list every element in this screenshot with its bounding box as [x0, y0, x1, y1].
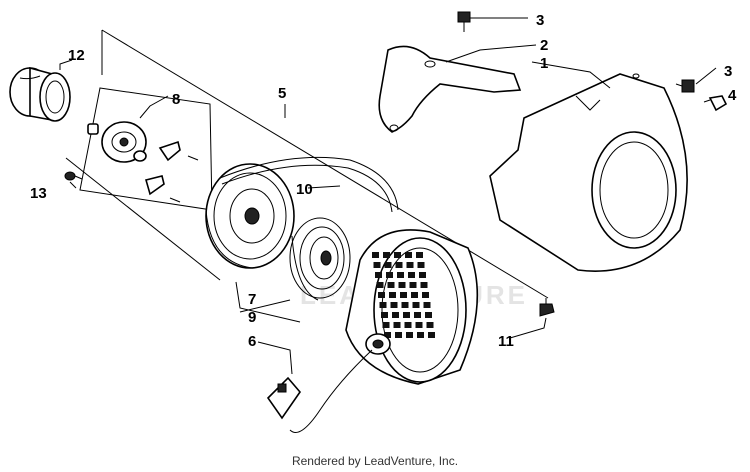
callout-1: 1 [540, 55, 548, 72]
vent-slot [387, 282, 395, 288]
bolt-part-13 [64, 171, 83, 181]
vent-slot [378, 292, 385, 298]
vent-slot [405, 252, 412, 258]
assembly-bracket-5 [65, 29, 549, 299]
rope-part-10 [219, 156, 399, 213]
pulley-part-7 [205, 163, 295, 269]
vent-slot [373, 262, 381, 268]
vent-slot [393, 322, 401, 328]
vent-slot [422, 292, 429, 298]
vent-slot [414, 312, 421, 318]
vent-slot [412, 302, 420, 308]
vent-slot [397, 272, 404, 278]
vent-slot [406, 262, 414, 268]
callout-11: 11 [498, 333, 514, 350]
callout-3a: 3 [536, 12, 544, 29]
vent-slot [408, 272, 415, 278]
vent-slot [395, 332, 402, 338]
handle-part-6 [266, 349, 373, 433]
callout-10: 10 [296, 181, 313, 198]
vent-slot [406, 332, 413, 338]
vent-slot [375, 272, 382, 278]
vent-slot [411, 292, 418, 298]
vent-slot [384, 262, 392, 268]
vent-slot [423, 302, 431, 308]
vent-slot [390, 302, 398, 308]
vent-slot [415, 322, 423, 328]
vent-slot [428, 332, 435, 338]
vent-slot [419, 272, 426, 278]
vent-slot [395, 262, 403, 268]
vent-slot [372, 252, 379, 258]
clip-part-4 [703, 95, 728, 112]
callout-8: 8 [172, 91, 180, 108]
vent-slot [416, 252, 423, 258]
vent-slot [401, 302, 409, 308]
vent-slot [426, 322, 434, 328]
callout-9: 9 [248, 309, 256, 326]
leader-lines [59, 17, 717, 375]
vent-slot [386, 272, 393, 278]
callout-5: 5 [278, 85, 286, 102]
vent-slot [398, 282, 406, 288]
vent-slot [403, 312, 410, 318]
bracket-part-2 [378, 45, 522, 133]
callouts: 12 13 8 5 10 7 9 6 11 2 3 1 3 4 [30, 12, 737, 350]
pawl-kit-part-8 [79, 87, 213, 211]
vent-slot [417, 332, 424, 338]
callout-12: 12 [68, 47, 85, 64]
vent-slot [383, 252, 390, 258]
vent-slot [382, 322, 390, 328]
callout-6: 6 [248, 333, 256, 350]
callout-13: 13 [30, 185, 47, 202]
callout-2: 2 [540, 37, 548, 54]
vent-slot [394, 252, 401, 258]
vent-slot [379, 302, 387, 308]
vent-slot [392, 312, 399, 318]
bolt-part-3a [457, 11, 471, 32]
vent-slot [417, 262, 425, 268]
starter-cup-part-12 [9, 66, 71, 122]
vent-slot [381, 312, 388, 318]
housing-vent-grid [372, 252, 435, 338]
bolt-part-3b [675, 79, 695, 93]
vent-slot [384, 332, 391, 338]
bolt-part-11 [539, 298, 555, 317]
callout-4: 4 [728, 87, 737, 104]
starter-housing [345, 229, 479, 385]
fan-shroud-part-1 [489, 73, 688, 272]
vent-slot [404, 322, 412, 328]
vent-slot [420, 282, 428, 288]
vent-slot [409, 282, 417, 288]
callout-3b: 3 [724, 63, 732, 80]
vent-slot [400, 292, 407, 298]
vent-slot [389, 292, 396, 298]
vent-slot [376, 282, 384, 288]
footer-credit: Rendered by LeadVenture, Inc. [291, 454, 459, 468]
vent-slot [425, 312, 432, 318]
spring-part-9 [289, 217, 351, 301]
callout-7: 7 [248, 291, 256, 308]
